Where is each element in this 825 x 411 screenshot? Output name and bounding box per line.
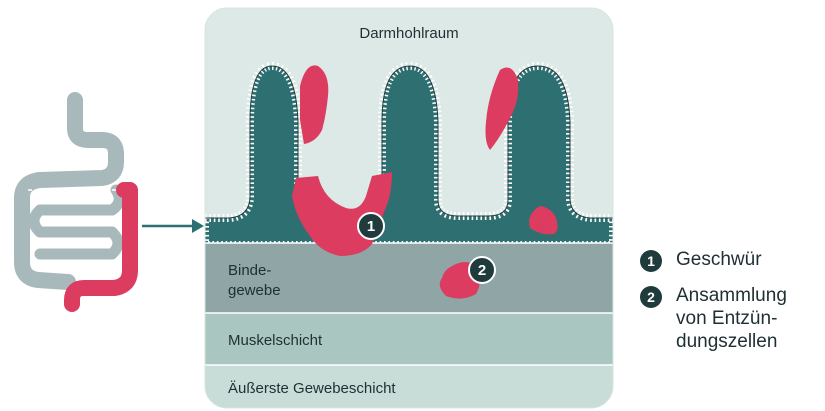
legend-label: Geschwür: [676, 248, 762, 271]
legend-item-1: 1 Geschwür: [640, 248, 820, 272]
legend-item-2: 2 Ansammlung von Entzün- dungszellen: [640, 284, 820, 353]
svg-text:2: 2: [478, 262, 486, 279]
svg-text:1: 1: [367, 218, 375, 235]
layer-label-muskelschicht: Muskelschicht: [228, 332, 323, 349]
arrow-icon: [142, 219, 204, 233]
intestine-icon: [22, 100, 130, 304]
legend-number-badge: 1: [640, 250, 662, 272]
layer-label-aeusserste: Äußerste Gewebeschicht: [228, 380, 396, 397]
lumen-label: Darmhohlraum: [359, 25, 458, 42]
legend: 1 Geschwür 2 Ansammlung von Entzün- dung…: [640, 248, 820, 365]
legend-number-badge: 2: [640, 286, 662, 308]
marker-1: 1: [358, 213, 384, 239]
marker-2: 2: [469, 257, 495, 283]
legend-label: Ansammlung von Entzün- dungszellen: [676, 284, 787, 353]
